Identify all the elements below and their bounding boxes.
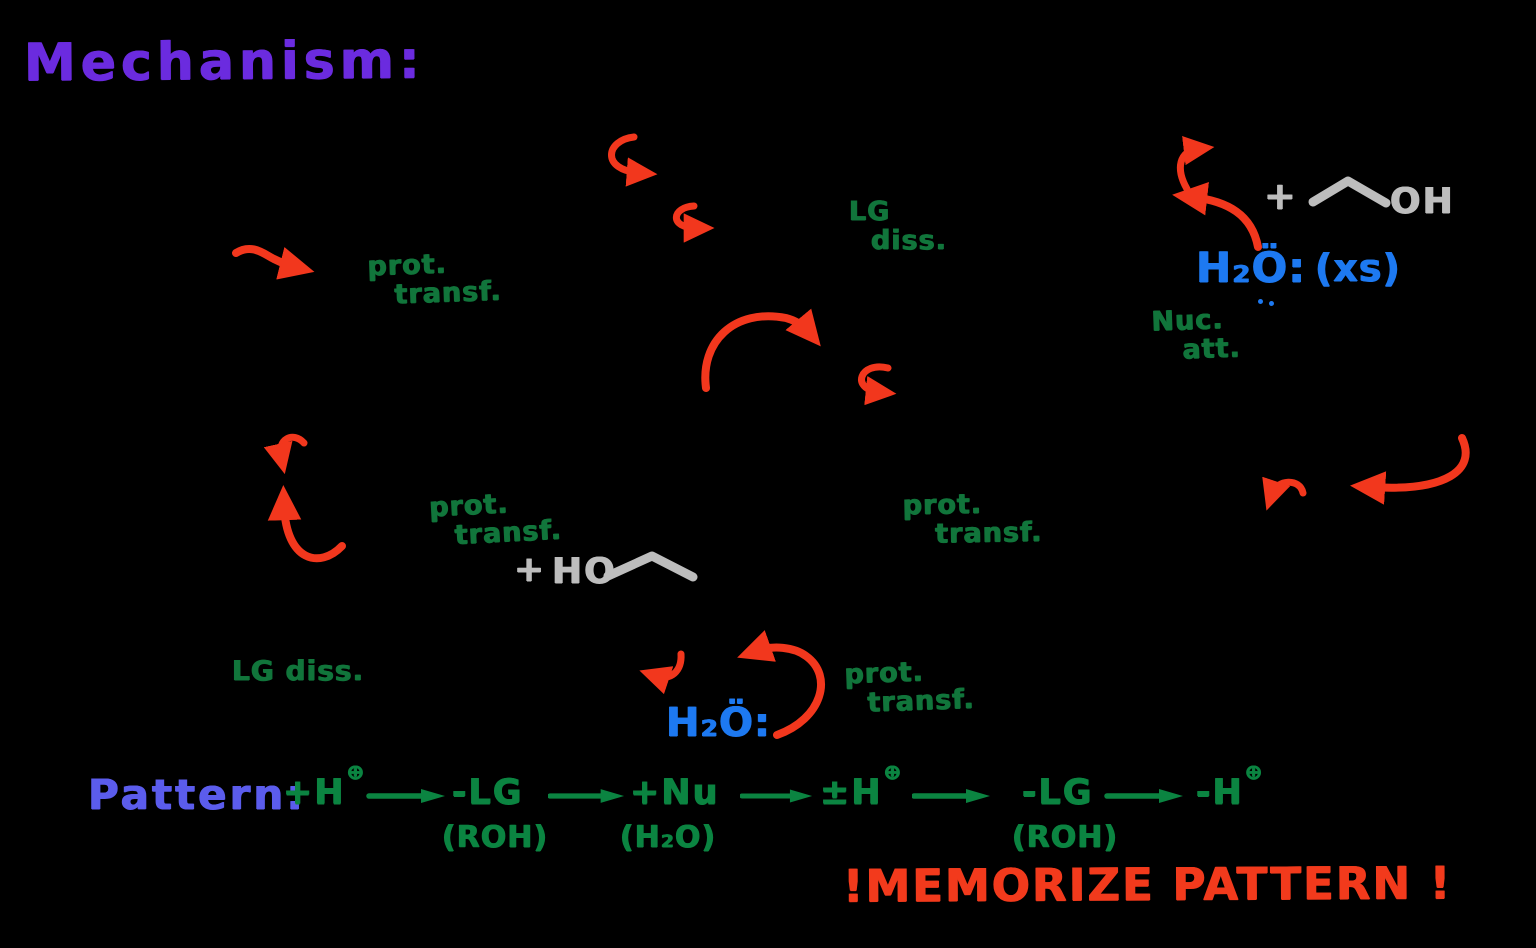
memorize-pattern-callout: !MEMORIZE PATTERN !: [842, 856, 1453, 913]
hydroxyl-label-top: OH: [1390, 181, 1455, 222]
plus-sign: +: [1264, 174, 1296, 218]
pattern-step-4: ±H⊕: [820, 760, 902, 813]
annotation-line: transf.: [393, 275, 503, 311]
reaction-arrow-icon: [366, 789, 445, 803]
charge-symbol: ⊕: [1244, 760, 1265, 784]
water-formula-bottom: H₂Ö:: [666, 700, 771, 746]
pattern-term: +H: [283, 772, 346, 813]
curved-arrow-top-right: [1172, 181, 1262, 251]
reaction-arrow-icon: [548, 789, 625, 803]
pattern-reagent: (H₂O): [620, 820, 717, 855]
curl-arrow-top-2: [673, 202, 715, 243]
annotation-line: LG: [849, 196, 891, 227]
pattern-term: ±H: [820, 772, 883, 813]
ethanol-skeleton-top: [1308, 176, 1391, 208]
curved-arrow-mid-left: [267, 485, 346, 563]
annotation-prot-transf-mid-right: prot. transf.: [902, 488, 1043, 550]
pattern-reagent: (ROH): [442, 820, 549, 855]
page-title: Mechanism:: [23, 30, 425, 94]
curl-arrow-center: [858, 363, 897, 406]
pattern-term: -LG: [1022, 772, 1094, 813]
annotation-lg-diss-top: LG diss.: [849, 197, 947, 255]
pattern-reagent: (ROH): [1012, 820, 1119, 855]
pattern-step-3: +Nu (H₂O): [620, 772, 720, 855]
annotation-line: transf.: [454, 514, 563, 552]
curved-arrow-top-left: [232, 245, 315, 280]
annotation-line: diss.: [871, 225, 947, 257]
annotation-line: att.: [1181, 332, 1242, 366]
hydroxyl-label-mid: HO: [552, 551, 617, 592]
water-formula-top: H₂Ö:: [1196, 243, 1307, 304]
annotation-line: transf.: [866, 683, 976, 719]
pattern-step-1: +H⊕: [283, 760, 365, 813]
pattern-term: +Nu: [630, 772, 720, 813]
curl-arrow-mid-right: [1262, 476, 1307, 511]
reaction-arrow-icon: [912, 789, 990, 803]
water-formula-text: H₂Ö:: [1196, 243, 1307, 292]
annotation-line: prot.: [902, 488, 983, 522]
curved-arrow-right: [1350, 434, 1470, 505]
curl-arrow-top-1: [608, 133, 658, 187]
curl-arrow-bottom: [639, 650, 685, 695]
charge-symbol: ⊕: [883, 760, 904, 784]
annotation-line: Nuc.: [1150, 304, 1225, 338]
annotation-line: transf.: [934, 516, 1043, 550]
pattern-step-2: -LG (ROH): [442, 772, 547, 855]
plus-sign: +: [514, 549, 545, 590]
reaction-arrow-icon: [740, 789, 813, 803]
lone-pair-dots-icon: [1258, 299, 1263, 304]
curl-arrow-mid-left: [263, 433, 308, 475]
annotation-prot-transf-bottom: prot. transf.: [844, 656, 975, 719]
charge-symbol: ⊕: [346, 760, 367, 784]
pattern-step-5: -LG (ROH): [1012, 772, 1117, 855]
pattern-step-6: -H⊕: [1196, 760, 1263, 813]
annotation-prot-transf-mid-left: prot. transf.: [429, 487, 563, 552]
ethanol-skeleton-mid: [603, 551, 698, 582]
annotation-lg-diss-bottom: LG diss.: [232, 654, 365, 687]
annotation-nuc-att: Nuc. att.: [1150, 304, 1242, 366]
pattern-term: -LG: [452, 772, 524, 813]
excess-label: (xs): [1315, 246, 1401, 290]
pattern-term: -H: [1196, 772, 1244, 813]
annotation-prot-transf-top: prot. transf.: [367, 248, 502, 311]
curl-arrow-top-right: [1176, 135, 1215, 193]
pattern-label: Pattern:: [88, 770, 307, 819]
big-arc-arrow-center: [701, 308, 821, 392]
reaction-arrow-icon: [1104, 789, 1183, 803]
